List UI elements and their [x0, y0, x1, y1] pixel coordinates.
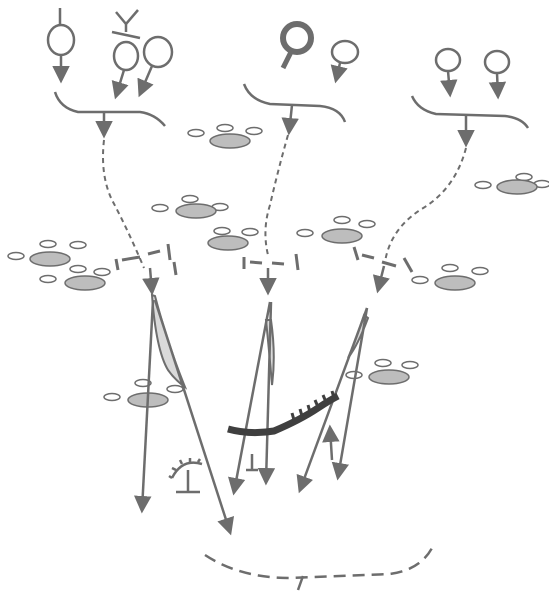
grey-disc [434, 275, 476, 291]
ring-symbol [112, 40, 140, 72]
dashed-pathways [102, 134, 467, 269]
antenna-left [115, 11, 127, 25]
grey-disc [207, 235, 249, 251]
symbol-group-middle [242, 21, 360, 136]
receptor-cup [242, 83, 347, 123]
grey-disc [368, 369, 410, 385]
antenna-right [125, 9, 139, 25]
hatched-band [227, 390, 340, 437]
grey-disc [64, 275, 106, 291]
ring-symbol [434, 47, 462, 73]
down-arrow [281, 117, 299, 136]
symbol-group-left [46, 8, 174, 139]
bottom-dashed-membrane [204, 547, 434, 591]
down-arrow [330, 62, 348, 84]
grey-disc [175, 203, 217, 219]
pathway-left [102, 139, 145, 269]
tapered-wedges [150, 293, 370, 390]
bold-ring-handle [280, 50, 294, 70]
grey-disc [209, 133, 251, 149]
ring-symbol [330, 39, 360, 65]
receptor-cup [53, 91, 166, 127]
pathway-middle [264, 134, 289, 256]
pathway-right [384, 147, 467, 263]
symbol-group-right [410, 47, 530, 148]
grey-disc [496, 179, 538, 195]
gauge-symbol [168, 458, 203, 494]
receptor-cup [410, 95, 530, 129]
down-arrow [137, 65, 154, 98]
small-inhibition-mark [246, 454, 258, 472]
grey-disc [29, 251, 71, 267]
long-arrows [133, 265, 390, 536]
ring-symbol [483, 49, 511, 75]
crossbar-line [111, 30, 141, 40]
dashed-barrier [114, 243, 414, 276]
disc-clusters [7, 123, 549, 408]
ring-symbol [46, 23, 76, 57]
down-arrow [111, 69, 129, 100]
down-arrow [488, 72, 507, 100]
ring-symbol [142, 35, 174, 69]
grey-disc [321, 228, 363, 244]
bold-ring-symbol [280, 21, 314, 55]
down-arrow [440, 70, 458, 98]
